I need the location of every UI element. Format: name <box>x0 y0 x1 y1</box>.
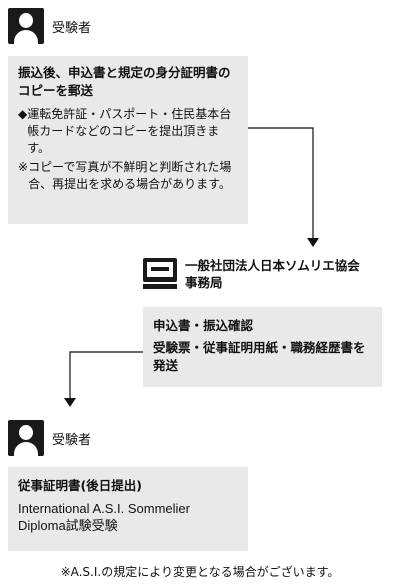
bullet-mark: ◆ <box>18 107 28 121</box>
office-label-line2: 事務局 <box>185 275 223 290</box>
actor-applicant-2: 受験者 <box>8 420 91 456</box>
footnote: ※A.S.I.の規定により変更となる場合がございます。 <box>60 565 340 579</box>
step2-title: 申込書・振込確認 <box>153 318 254 333</box>
step1-title: 振込後、申込書と規定の身分証明書のコピーを郵送 <box>18 65 231 98</box>
arrow-step2-to-step3 <box>69 351 148 400</box>
actor-office: 一般社団法人日本ソムリエ協会 事務局 <box>143 257 360 291</box>
step2-box: 申込書・振込確認 受験票・従事証明用紙・職務経歴書を発送 <box>143 307 382 387</box>
step3-text-line2: Diploma試験受験 <box>18 518 118 533</box>
actor-label: 受験者 <box>52 432 92 448</box>
computer-icon <box>143 258 177 290</box>
step1-box: 振込後、申込書と規定の身分証明書のコピーを郵送 ◆ 運転免許証・パスポート・住民… <box>8 56 248 224</box>
office-label: 一般社団法人日本ソムリエ協会 事務局 <box>185 257 360 291</box>
person-icon <box>8 8 44 44</box>
step3-text-line1: International A.S.I. Sommelier <box>18 501 190 516</box>
step1-note-text: コピーで写真が不鮮明と判断された場合、再提出を求める場合があります。 <box>28 160 232 191</box>
actor-label: 受験者 <box>52 20 92 36</box>
step3-box: 従事証明書(後日提出) International A.S.I. Sommeli… <box>8 467 248 551</box>
arrow-down-icon <box>64 398 76 407</box>
actor-applicant-1: 受験者 <box>8 8 91 44</box>
note-mark: ※ <box>18 160 29 174</box>
person-icon <box>8 420 44 456</box>
step1-note: ※ コピーで写真が不鮮明と判断された場合、再提出を求める場合があります。 <box>18 159 238 193</box>
step2-text: 受験票・従事証明用紙・職務経歴書を発送 <box>153 340 366 373</box>
arrow-step1-to-step2 <box>248 127 314 240</box>
step3-title: 従事証明書(後日提出) <box>18 478 142 493</box>
step1-bullet-text: 運転免許証・パスポート・住民基本台帳カードなどのコピーを提出頂きます。 <box>27 107 232 155</box>
step1-bullet: ◆ 運転免許証・パスポート・住民基本台帳カードなどのコピーを提出頂きます。 <box>18 106 238 157</box>
arrow-down-icon <box>307 238 319 247</box>
office-label-line1: 一般社団法人日本ソムリエ協会 <box>185 258 360 273</box>
